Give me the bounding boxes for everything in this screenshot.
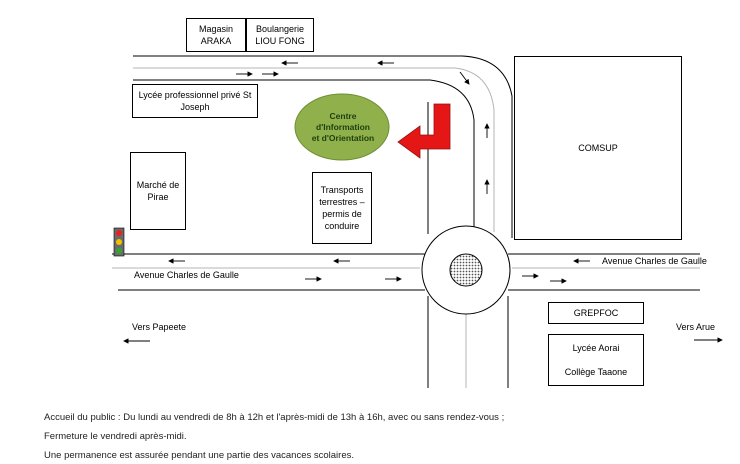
holidays-text: Une permanence est assurée pendant une p… [44,450,354,461]
comsup: COMSUP [514,56,682,240]
avenue-label-left: Avenue Charles de Gaulle [134,270,239,280]
upper-road-center-line [133,67,495,232]
map-diagram [112,55,723,388]
opening-hours-text: Accueil du public : Du lundi au vendredi… [44,412,505,423]
transports-terrestres: Transports terrestres – permis de condui… [312,172,372,244]
roundabout-center [449,253,483,287]
cio-ellipse [294,93,390,161]
upper-road-outer-edge [133,55,513,238]
traffic-arrow-down [459,71,470,85]
upper-road-inner-edge [133,79,475,232]
magasin-araka: Magasin ARAKA [186,18,246,52]
vers-arue-label: Vers Arue [676,322,716,332]
cio-label: Centre d'Information et d'Orientation [311,110,375,143]
lycee-st-joseph: Lycée professionnel privé St Joseph [132,84,258,118]
grepfoc: GREPFOC [548,302,644,324]
boulangerie-liou-fong: Boulangerie LIOU FONG [246,18,314,52]
closing-text: Fermeture le vendredi après-midi. [44,431,187,442]
marche-de-pirae: Marché de Pirae [130,152,186,230]
vers-papeete-label: Vers Papeete [132,322,187,332]
avenue-label-right: Avenue Charles de Gaulle [602,256,707,266]
traffic-light-icon [113,227,125,257]
red-direction-arrow [397,103,451,159]
lycee-aorai-college-taaone: Lycée Aorai Collège Taaone [548,334,644,386]
